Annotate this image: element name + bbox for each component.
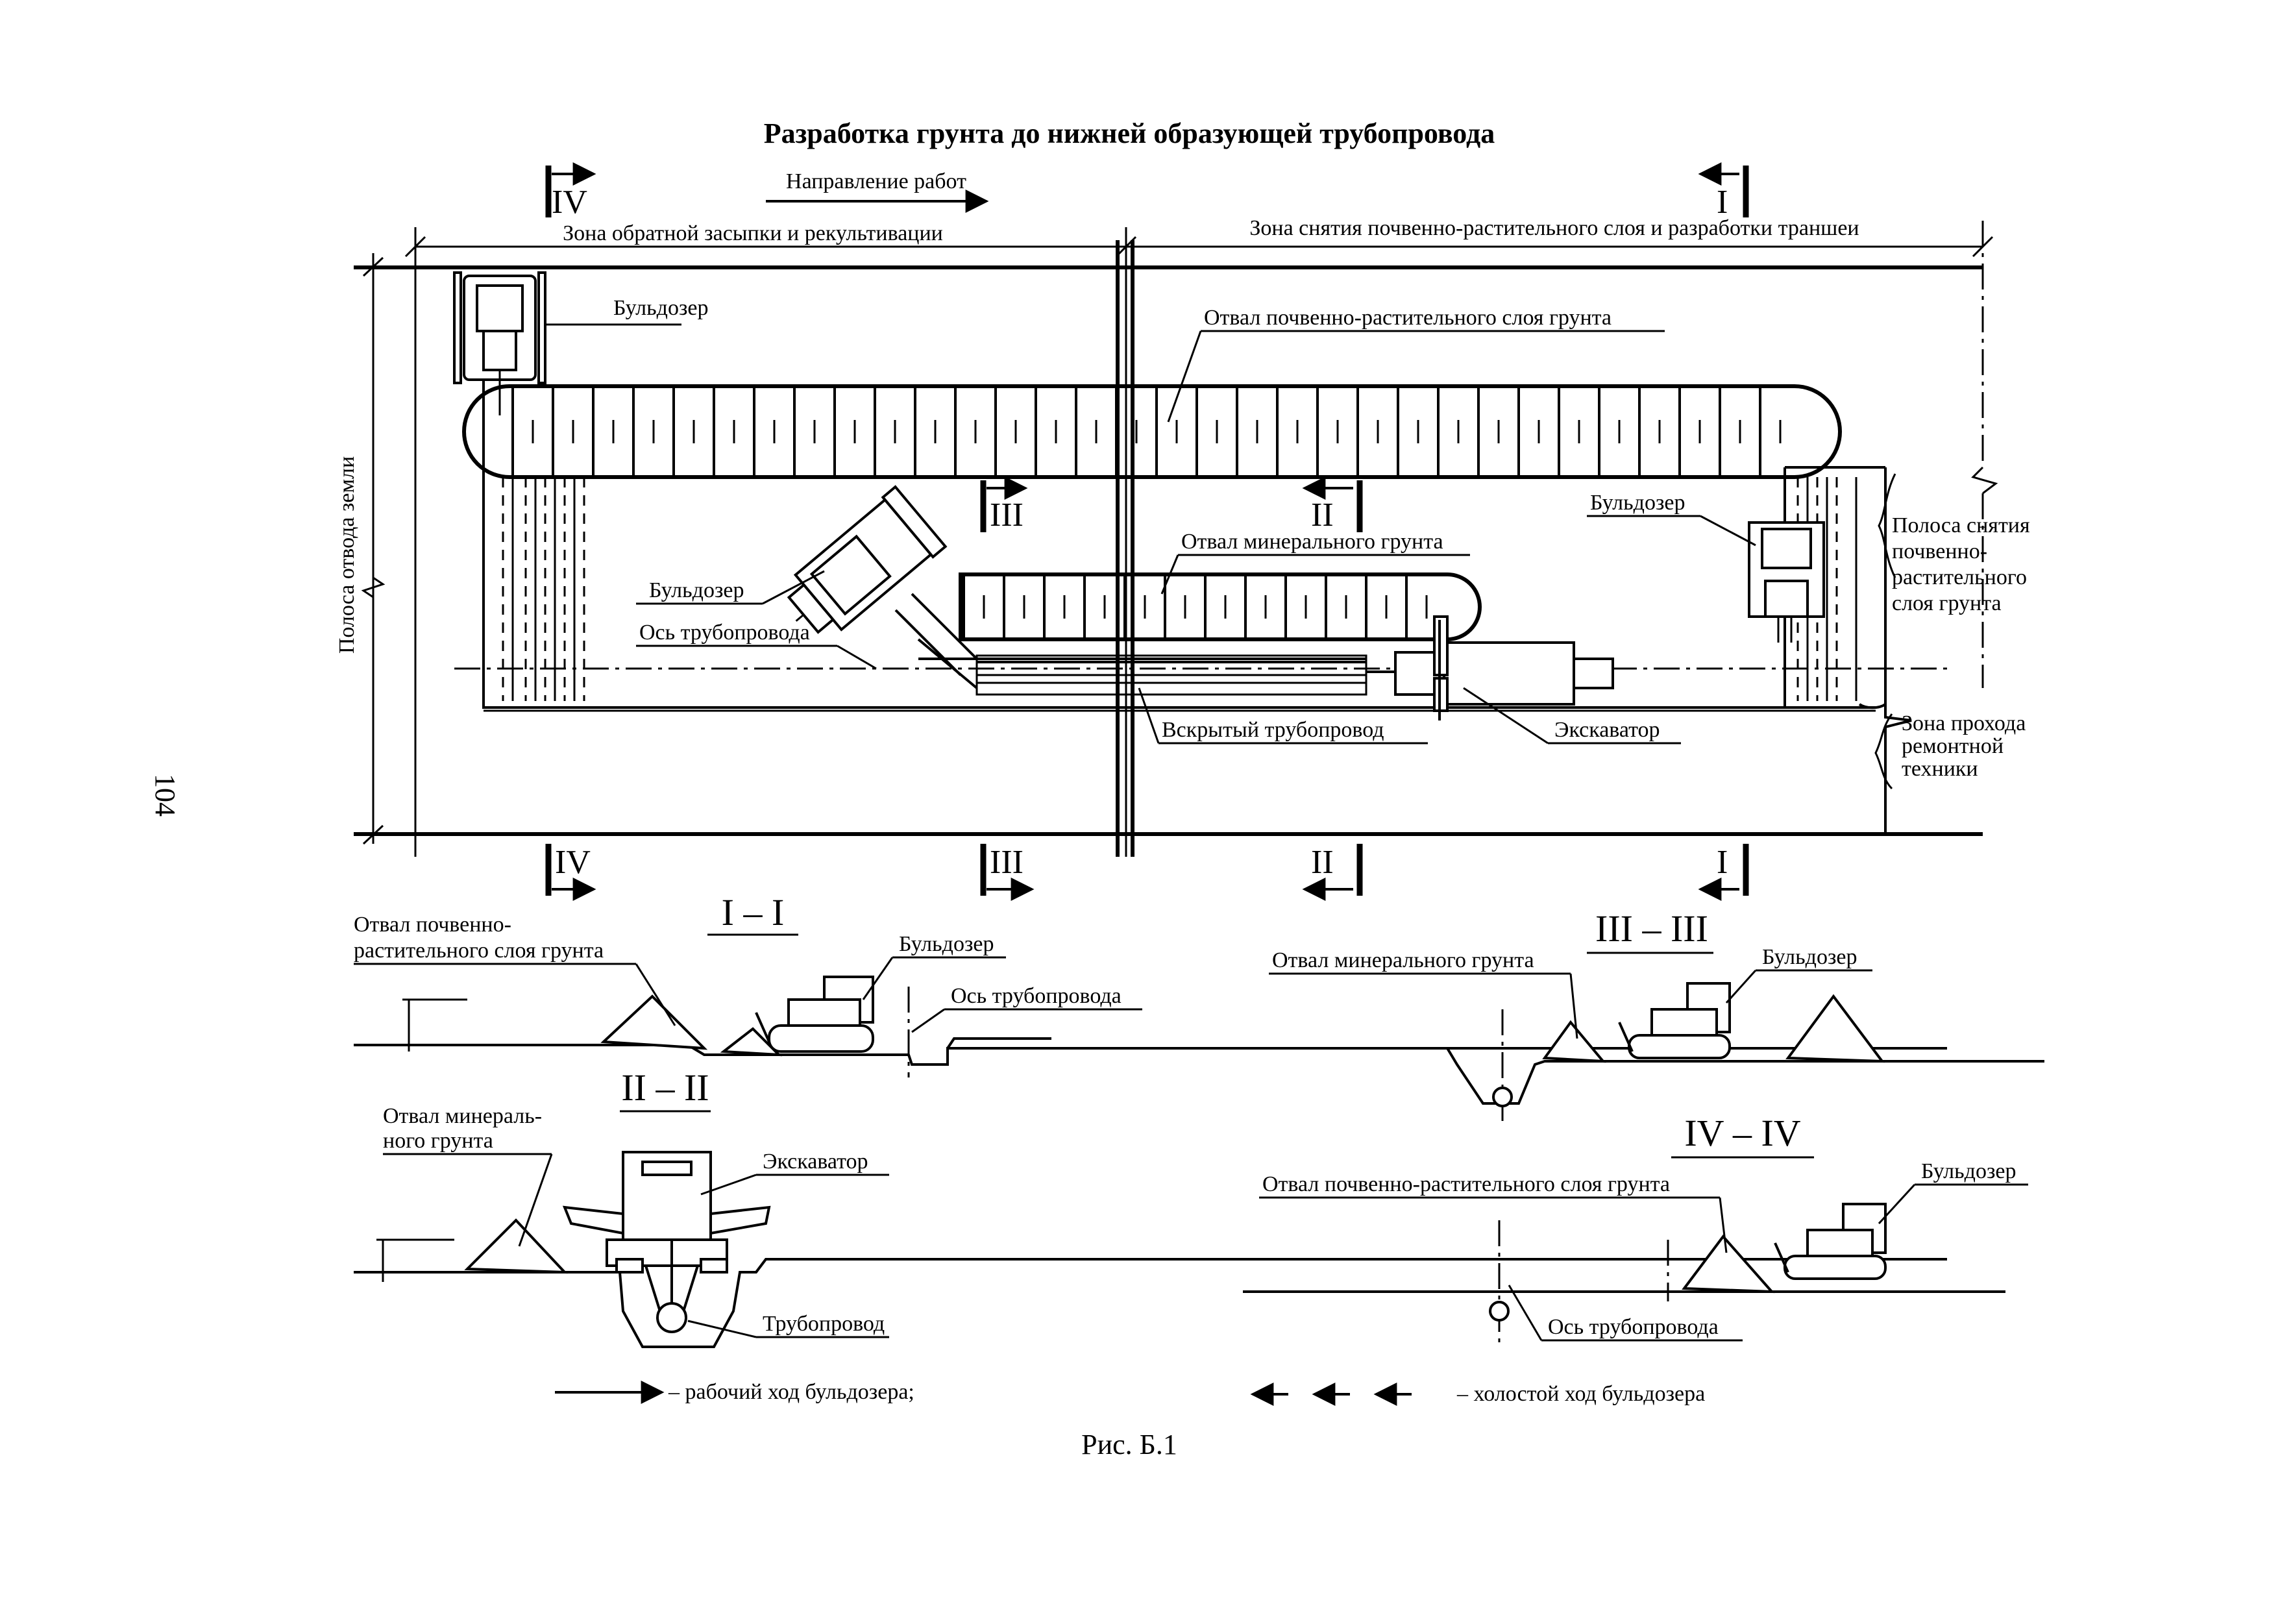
section-iv-iv-title: IV – IV — [1684, 1112, 1800, 1154]
svg-text:I: I — [1717, 844, 1728, 881]
svg-text:I: I — [1717, 184, 1728, 221]
section-iv-iv: IV – IV Отвал почвенно-растительного сло… — [1243, 1112, 2028, 1344]
section-i-topsoil-label-2: растительного слоя грунта — [354, 939, 604, 963]
mineral-dump-plan-label: Отвал минерального грунта — [1181, 530, 1443, 554]
section-mark-iii-mid: III — [980, 476, 1028, 534]
svg-text:IV: IV — [555, 844, 591, 881]
left-bulldozer-lanes — [482, 351, 1876, 712]
section-ii-excavator-label: Экскаватор — [763, 1150, 868, 1174]
svg-text:ремонтной: ремонтной — [1902, 734, 2004, 758]
trench-band — [894, 593, 1367, 696]
page-title: Разработка грунта до нижней образующей т… — [764, 117, 1495, 149]
section-i-bulldozer-label: Бульдозер — [899, 932, 994, 956]
section-ii-ii: II – II Отвал минераль- ного грунта Экск… — [354, 1066, 1947, 1348]
section-i-i-title: I – I — [722, 891, 785, 933]
pipeline-circle — [656, 1302, 687, 1333]
section-iii-iii-title: III – III — [1595, 907, 1708, 950]
topsoil-dump-band — [462, 384, 1842, 479]
topsoil-strip-zone-label: Полоса снятия почвенно- растительного сл… — [1892, 513, 2030, 615]
svg-text:растительного: растительного — [1892, 565, 2027, 589]
bulldozer-top-label: Бульдозер — [613, 296, 708, 320]
repair-pass-zone-label: Зона прохода ремонтной техники — [1902, 711, 2026, 781]
excavator-section-ii — [562, 1151, 771, 1319]
excavator-plan — [1366, 615, 1614, 720]
bulldozer-middle — [787, 485, 948, 634]
right-of-way-label: Полоса отвода земли — [335, 456, 359, 654]
section-i-i: I – I Отвал почвенно- растительного слоя… — [354, 891, 1947, 1077]
figure-caption: Рис. Б.1 — [1081, 1429, 1177, 1460]
section-iv-axis-label: Ось трубопровода — [1548, 1315, 1719, 1339]
section-mark-i-bottom: I — [1698, 844, 1749, 901]
stripping-zone-label: Зона снятия почвенно-растительного слоя … — [1249, 216, 1859, 240]
section-ii-mineral-label-2: ного грунта — [383, 1129, 493, 1153]
section-iv-topsoil-label: Отвал почвенно-растительного слоя грунта — [1262, 1172, 1670, 1196]
section-mark-ii-mid: II — [1302, 476, 1363, 534]
bulldozer-right-label: Бульдозер — [1590, 491, 1685, 515]
svg-text:II: II — [1311, 497, 1334, 534]
bulldozer-top-left — [453, 271, 546, 415]
svg-text:слоя грунта: слоя грунта — [1892, 591, 2002, 615]
repair-zone-brace — [1874, 713, 1893, 790]
bulldozer-section-iii — [1618, 982, 1731, 1059]
legend-working-label: – рабочий ход бульдозера; — [668, 1380, 914, 1404]
plan-view: Полоса отвода земли Зона обратной засыпк… — [335, 162, 2030, 901]
topsoil-dump-plan-label: Отвал почвенно-растительного слоя грунта — [1204, 306, 1612, 330]
bulldozer-right — [1748, 521, 1825, 643]
opened-pipeline-label: Вскрытый трубопровод — [1162, 718, 1384, 742]
mineral-dump-band — [959, 572, 1482, 641]
bulldozer-section-iv — [1774, 1203, 1887, 1280]
section-mark-iii-bottom: III — [980, 844, 1035, 901]
svg-text:II: II — [1311, 844, 1334, 881]
direction-label: Направление работ — [786, 169, 966, 193]
svg-text:техники: техники — [1902, 757, 1978, 781]
section-ii-pipeline-label: Трубопровод — [763, 1312, 885, 1336]
topsoil-zone-brace — [1878, 473, 1896, 578]
svg-text:почвенно-: почвенно- — [1892, 539, 1987, 563]
svg-text:III: III — [990, 497, 1024, 534]
bulldozer-section-i — [755, 976, 874, 1053]
legend: – рабочий ход бульдозера; – холостой ход… — [555, 1380, 1705, 1406]
section-mark-iv-bottom: IV — [545, 844, 596, 901]
svg-text:Зона прохода: Зона прохода — [1902, 711, 2026, 735]
bulldozer-middle-label: Бульдозер — [649, 578, 744, 602]
backfill-zone-label: Зона обратной засыпки и рекультивации — [563, 221, 943, 245]
svg-text:III: III — [990, 844, 1024, 881]
section-mark-ii-bottom: II — [1302, 844, 1363, 901]
excavator-plan-label: Экскаватор — [1554, 718, 1660, 742]
section-i-axis-label: Ось трубопровода — [951, 984, 1122, 1008]
section-i-topsoil-label-1: Отвал почвенно- — [354, 913, 511, 937]
section-iii-mineral-label: Отвал минерального грунта — [1272, 948, 1534, 972]
section-mark-iv-top: IV — [545, 162, 596, 221]
section-ii-ii-title: II – II — [621, 1066, 709, 1109]
section-ii-mineral-label-1: Отвал минераль- — [383, 1104, 542, 1128]
pipeline-axis-label: Ось трубопровода — [639, 621, 810, 645]
svg-text:Полоса снятия: Полоса снятия — [1892, 513, 2030, 537]
section-iv-bulldozer-label: Бульдозер — [1921, 1159, 2016, 1183]
svg-text:IV: IV — [552, 184, 587, 221]
legend-idle-label: – холостой ход бульдозера — [1456, 1382, 1705, 1406]
plan-right-boundary-lower — [1884, 704, 1912, 834]
section-iii-bulldozer-label: Бульдозер — [1762, 945, 1857, 969]
page-number: 104 — [149, 774, 181, 817]
section-mark-i-top: I — [1698, 162, 1749, 221]
section-iii-iii: III – III Отвал минерального грунта Буль… — [1236, 907, 2044, 1123]
